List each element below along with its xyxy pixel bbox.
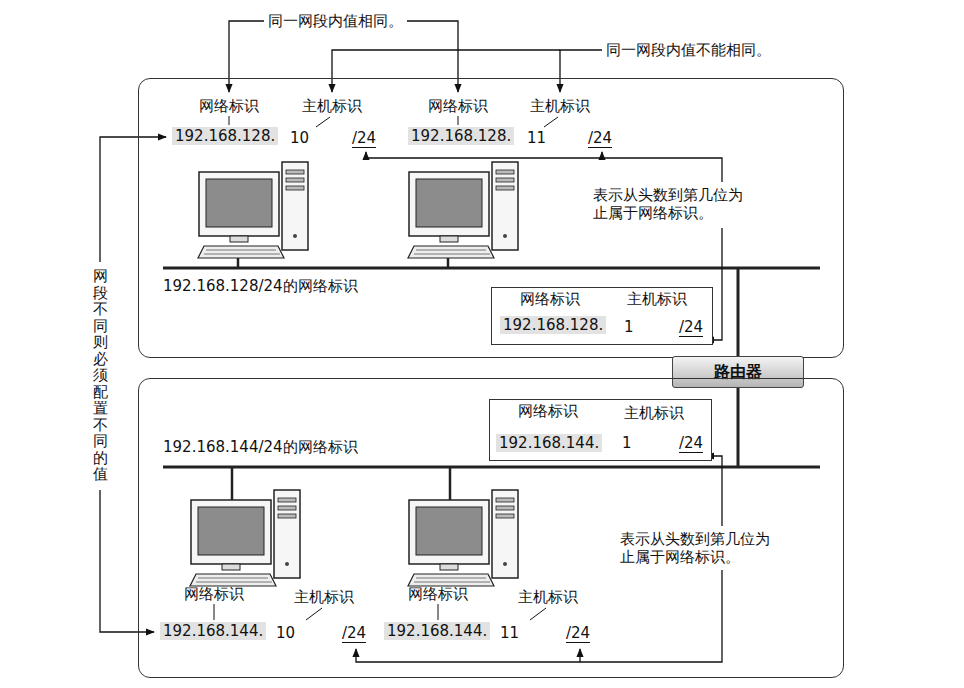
computer [408,490,518,586]
field-label: 主机标识 [624,404,684,422]
note-text: 表示从头数到第几位为止属于网络标识。 [620,530,772,566]
prefix-length: /24 [342,624,366,643]
leader-line [214,116,652,620]
field-label: 网络标识 [518,402,578,420]
computer [198,162,308,258]
field-label: 192.168.128/24的网络标识 [163,277,358,295]
computer [190,490,300,586]
network-segment: 192.168.128/24的网络标识网络标识主机标识192.168.128.1… [138,78,844,358]
field-label: 同一网段内值不能相同。 [606,41,771,59]
field-label: 网络标识 [428,97,488,115]
field-label: 主机标识 [530,97,590,115]
field-label: 10 [290,129,309,147]
note-text: 表示从头数到第几位为止属于网络标识。 [593,186,745,222]
router-interface-box: 网络标识 主机标识 192.168.144. 1/24 [489,399,712,461]
prefix-length: /24 [352,129,376,148]
network-address: 192.168.128. [172,127,278,145]
field-label: 1 [624,318,634,336]
router-box: 路由器 [672,356,804,388]
prefix-length: /24 [588,129,612,148]
field-label: 主机标识 [518,588,578,606]
vertical-note: 网段不同则必须配置不同的值 [93,268,108,483]
field-label: 主机标识 [302,97,362,115]
field-label: 10 [276,624,295,642]
field-label: 192.168.144/24的网络标识 [163,438,358,456]
network-address: 192.168.144. [160,622,266,640]
field-label: 1 [622,434,632,452]
field-label: 网络标识 [408,585,468,603]
prefix-length: /24 [566,624,590,643]
router-label: 路由器 [714,362,762,383]
field-label: 网络标识 [520,290,580,308]
field-label: 网络标识 [184,585,244,603]
network-address: 192.168.128. [408,127,514,145]
network-address: 192.168.144. [384,622,490,640]
field-label: 11 [500,624,519,642]
router-interface-box: 网络标识 主机标识 192.168.128. 1/24 [491,287,713,345]
network-address: 192.168.144. [496,434,602,452]
computer [408,162,518,258]
field-label: 主机标识 [294,588,354,606]
field-label: 主机标识 [627,290,687,308]
field-label: 网络标识 [199,97,259,115]
field-label: 11 [527,129,546,147]
network-address: 192.168.128. [500,316,606,334]
prefix-length: /24 [679,434,703,453]
field-label: 同一网段内值相同。 [268,12,403,30]
prefix-length: /24 [679,318,703,337]
